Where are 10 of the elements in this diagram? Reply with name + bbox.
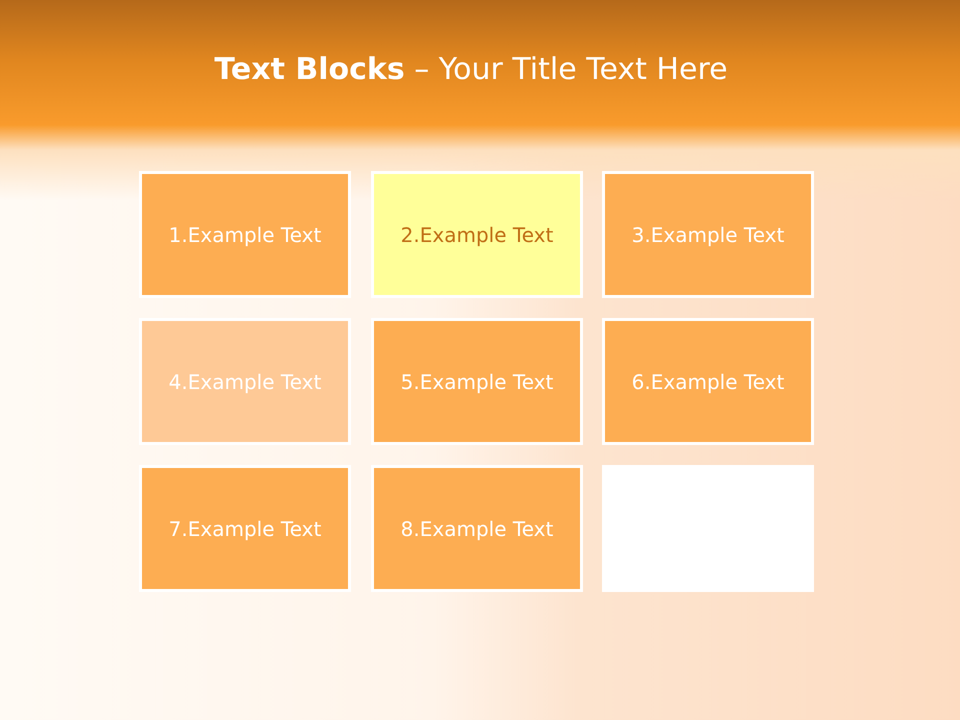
text-block: 2.Example Text [371,171,583,298]
text-block: 4.Example Text [139,318,351,445]
text-block: 8.Example Text [371,465,583,592]
text-block: 7.Example Text [139,465,351,592]
text-block: 1.Example Text [139,171,351,298]
text-block: 5.Example Text [371,318,583,445]
empty-block [602,465,814,592]
text-block: 3.Example Text [602,171,814,298]
slide-title: Text Blocks – Your Title Text Here [213,52,729,87]
text-block: 6.Example Text [602,318,814,445]
